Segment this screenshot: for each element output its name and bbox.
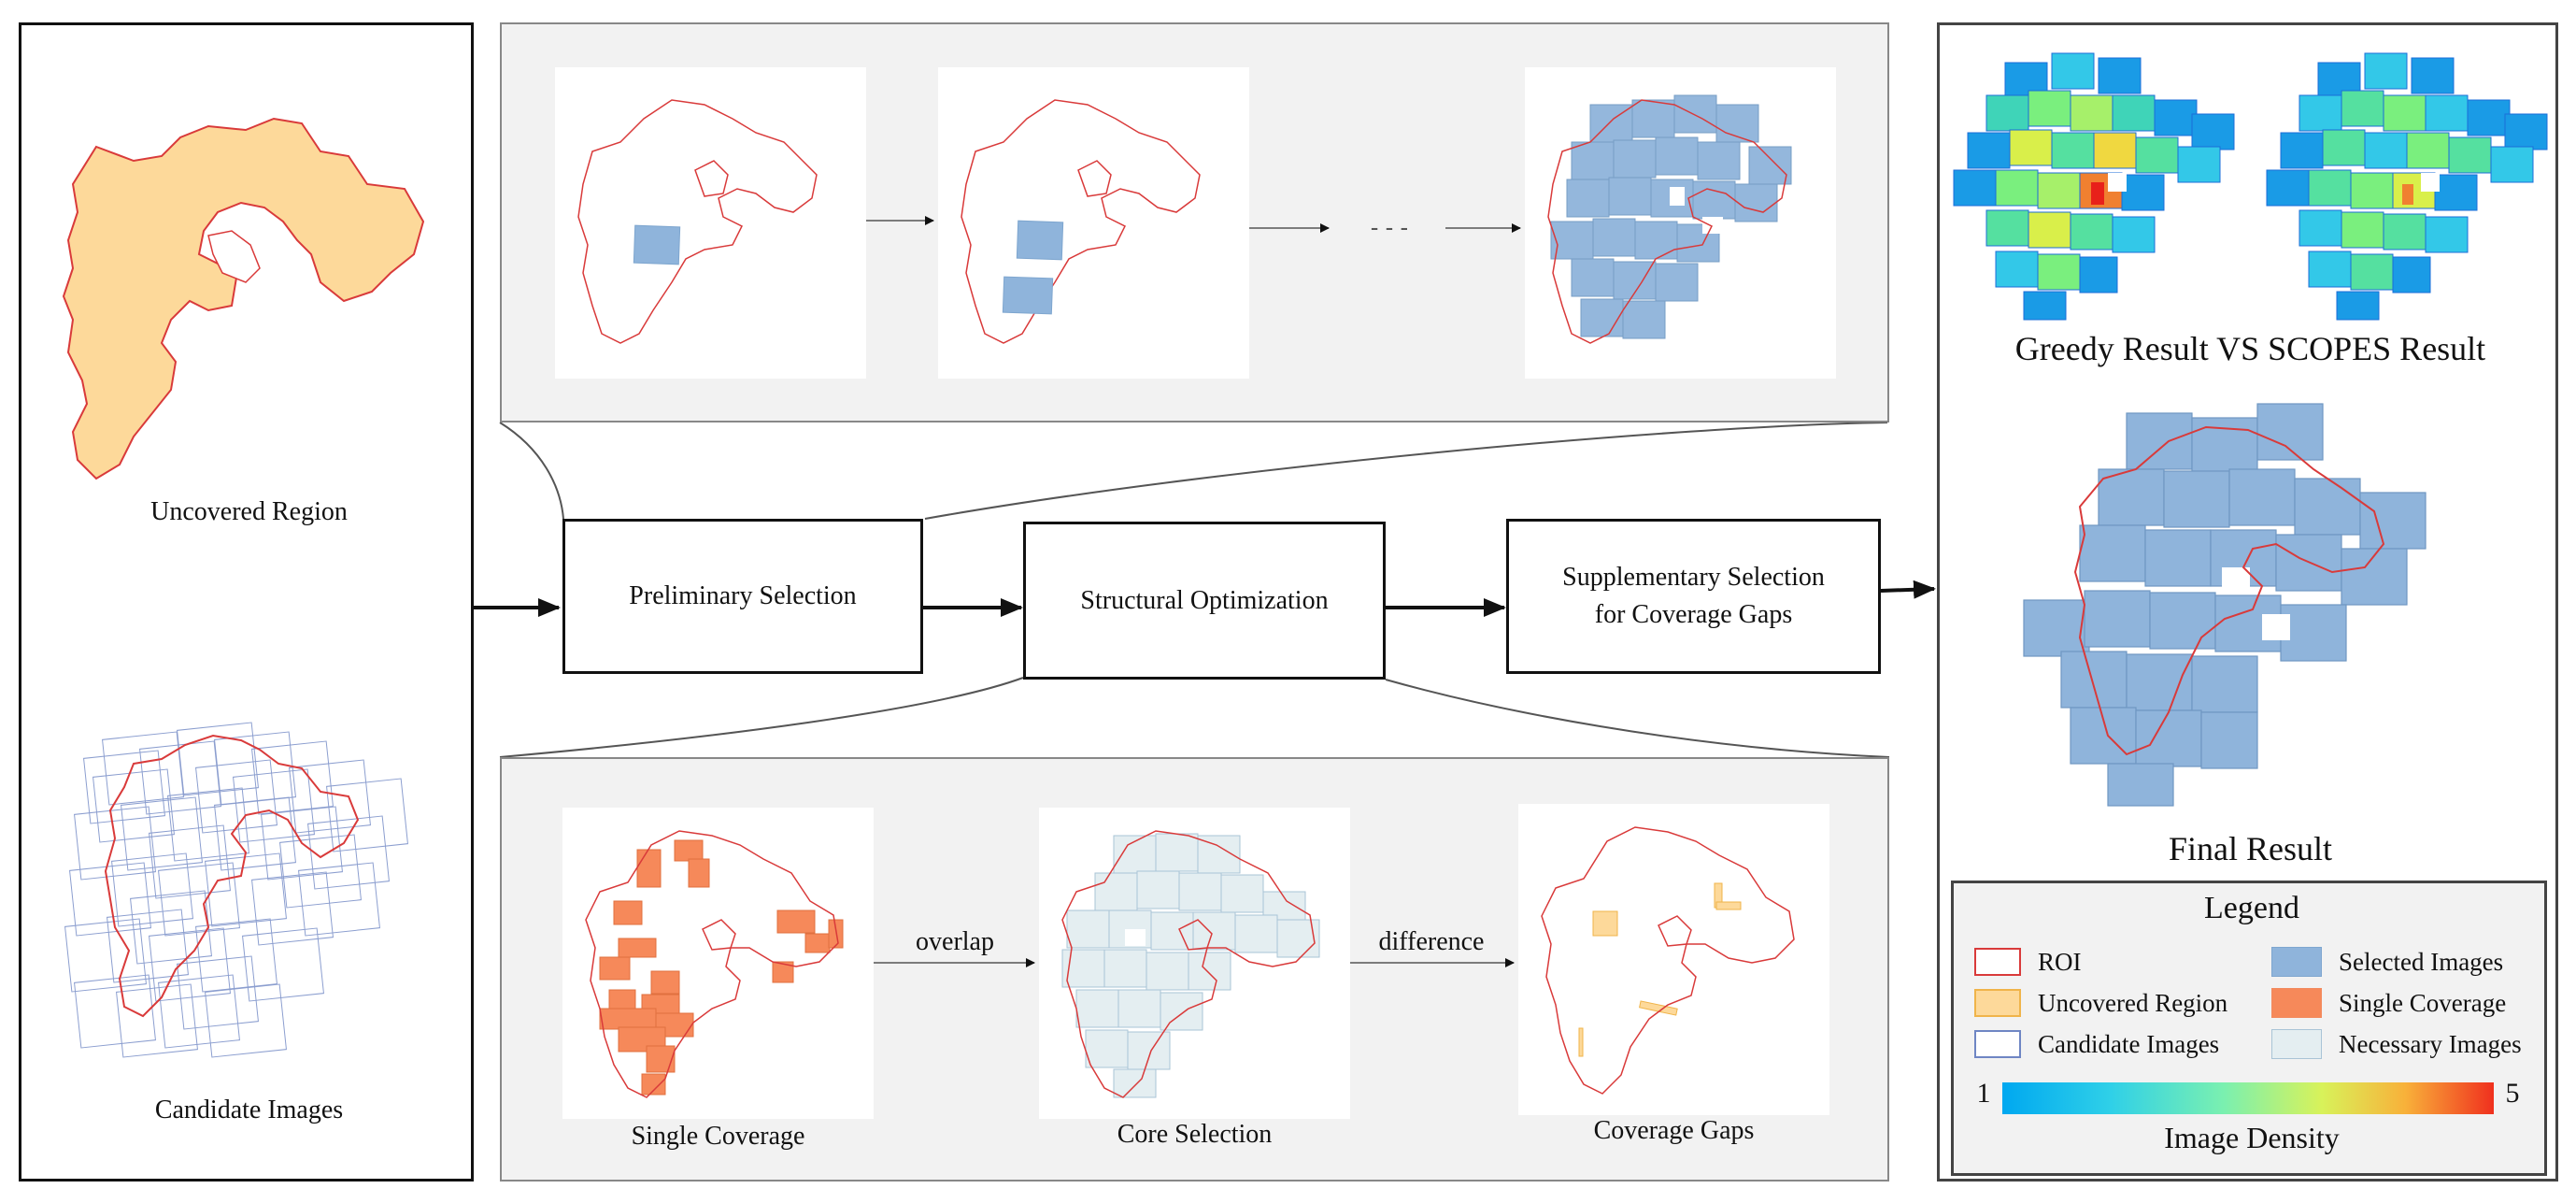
preliminary-selection-label: Preliminary Selection — [629, 581, 857, 610]
preliminary-step-1 — [555, 67, 866, 379]
final-result-map — [2023, 403, 2427, 807]
difference-label: difference — [1378, 927, 1485, 956]
legend-item-necessary-images: Necessary Images — [2271, 1027, 2522, 1061]
uncovered-region-caption: Uncovered Region — [150, 497, 348, 526]
input-panel: Uncovered Region — [19, 22, 474, 1182]
supplementary-selection-box: Supplementary Selection for Coverage Gap… — [1506, 519, 1881, 674]
legend-title: Legend — [2204, 891, 2299, 925]
structural-detail-panel: Single Coverage Core Selection — [500, 757, 1889, 1182]
supplementary-selection-line2: for Coverage Gaps — [1594, 600, 1793, 629]
legend-label-single: Single Coverage — [2339, 988, 2507, 1017]
legend-label-candidate: Candidate Images — [2038, 1029, 2220, 1058]
single-coverage-caption: Single Coverage — [631, 1122, 805, 1151]
legend-swatch-single — [2271, 988, 2322, 1018]
legend-swatch-necessary — [2271, 1029, 2322, 1059]
greedy-result-map — [1953, 52, 2235, 321]
legend-item-selected-images: Selected Images — [2271, 945, 2503, 979]
candidate-images-map — [64, 722, 408, 1058]
image-density-colorbar — [2002, 1082, 2494, 1114]
scopes-result-map — [2266, 52, 2548, 321]
core-selection-map — [1039, 808, 1350, 1119]
preliminary-selection-box: Preliminary Selection — [562, 519, 923, 674]
final-result-caption: Final Result — [2168, 830, 2332, 867]
supplementary-selection-line1: Supplementary Selection — [1562, 563, 1825, 592]
structural-arrows — [874, 958, 1515, 967]
candidate-images-caption: Candidate Images — [154, 1096, 344, 1124]
structural-optimization-box: Structural Optimization — [1023, 522, 1386, 680]
legend-label-necessary: Necessary Images — [2339, 1029, 2522, 1058]
legend-label-roi: ROI — [2038, 947, 2082, 976]
preliminary-step-final — [1525, 67, 1836, 379]
preliminary-arrows — [866, 216, 1521, 233]
legend-item-uncovered-region: Uncovered Region — [1974, 986, 2227, 1020]
preliminary-detail-panel: - - - — [500, 22, 1889, 422]
top-funnel-right — [924, 422, 1888, 520]
legend-item-candidate-images: Candidate Images — [1974, 1027, 2219, 1061]
colorbar-title: Image Density — [2164, 1121, 2340, 1154]
legend-swatch-uncovered — [1974, 989, 2021, 1017]
preliminary-step-2 — [938, 67, 1249, 379]
legend-item-single-coverage: Single Coverage — [2271, 986, 2506, 1020]
bottom-funnel-right — [1385, 679, 1890, 758]
coverage-gaps-map — [1518, 804, 1829, 1115]
colorbar-max-label: 5 — [2505, 1078, 2520, 1109]
result-panel: Greedy Result VS SCOPES Result Final Res… — [1937, 22, 2558, 1182]
single-coverage-map — [562, 808, 874, 1119]
comparison-caption: Greedy Result VS SCOPES Result — [2014, 330, 2486, 367]
legend-swatch-selected — [2271, 947, 2322, 977]
uncovered-region-map — [62, 117, 425, 480]
coverage-gaps-caption: Coverage Gaps — [1593, 1116, 1755, 1145]
legend-label-uncovered: Uncovered Region — [2038, 988, 2228, 1017]
overlap-label: overlap — [916, 927, 994, 956]
legend-label-selected: Selected Images — [2339, 947, 2504, 976]
ellipsis: - - - — [1370, 213, 1409, 241]
legend-swatch-roi — [1974, 948, 2021, 976]
bottom-funnel-left — [499, 677, 1024, 758]
top-funnel-left — [499, 422, 564, 520]
structural-optimization-label: Structural Optimization — [1080, 585, 1329, 615]
legend-box: Legend ROI Selected Images Uncovered Reg… — [1951, 881, 2547, 1176]
arrow-to-result — [1880, 580, 1936, 599]
legend-swatch-candidate — [1974, 1030, 2021, 1058]
colorbar-min-label: 1 — [1976, 1078, 1991, 1109]
core-selection-caption: Core Selection — [1117, 1120, 1273, 1149]
legend-item-roi: ROI — [1974, 945, 2082, 979]
